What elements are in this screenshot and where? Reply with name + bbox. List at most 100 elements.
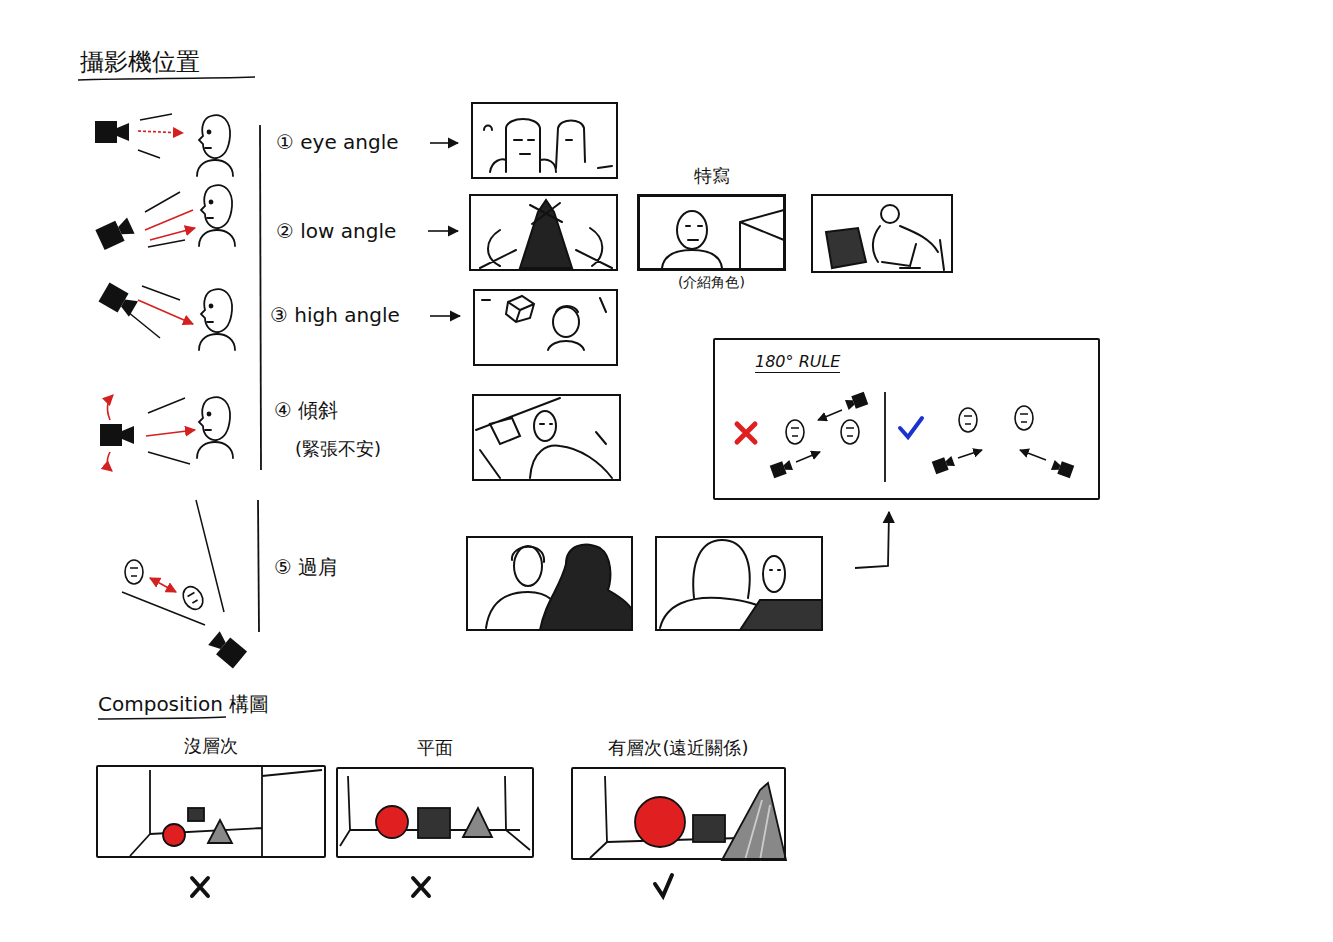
camera-diagram (197, 115, 233, 176)
rule-figure (796, 452, 820, 462)
storyboard-panel (484, 121, 612, 169)
rule-figure (818, 410, 842, 420)
composition-sketch (722, 783, 786, 860)
pointer-arrow (855, 512, 889, 568)
rule-figure (737, 392, 1074, 482)
camera-diagram (207, 630, 247, 669)
pointer-arrow (430, 142, 458, 144)
storyboard-panel (873, 226, 944, 270)
pointer-arrow (430, 315, 460, 317)
storyboard-panel (476, 398, 560, 478)
storyboard-panel (540, 545, 632, 630)
storyboard-panel (812, 195, 952, 272)
camera-diagram (138, 300, 193, 324)
angle-label: ① eye angle (276, 130, 399, 154)
storyboard-panel (514, 546, 542, 586)
verdict-mark (413, 878, 429, 896)
storyboard-panel (740, 600, 822, 630)
storyboard-panel (520, 200, 572, 268)
rule-figure (770, 459, 794, 478)
storyboard-panel (473, 395, 620, 480)
storyboard-panel (474, 290, 617, 365)
rule-figure (900, 418, 922, 437)
composition-panel: 平面 (336, 767, 534, 858)
panel-caption: (介紹角色) (678, 273, 745, 291)
rule-figure (737, 424, 755, 442)
storyboard-panel (534, 411, 556, 441)
storyboard-panel (482, 298, 606, 350)
composition-sketch (340, 776, 530, 850)
closeup-panel: 特寫(介紹角色) (638, 195, 785, 270)
storyboard-panel (467, 537, 632, 630)
verdict-mark (192, 875, 672, 896)
panel-heading: 沒層次 (184, 735, 238, 757)
pointer-arrow (428, 143, 460, 316)
rule-figure (1051, 459, 1075, 478)
storyboard-panel (763, 556, 785, 592)
divider-line (258, 125, 261, 632)
divider-line (258, 500, 259, 632)
underline (78, 77, 255, 719)
composition-sketch (463, 808, 492, 837)
pointer-arrow (428, 230, 458, 232)
verdict-mark (655, 875, 672, 896)
camera-diagram (95, 121, 129, 143)
camera-diagram (122, 500, 224, 625)
composition-panel: 沒層次 (96, 765, 326, 858)
verdict-mark (192, 878, 208, 896)
camera-diagram (145, 210, 195, 240)
composition-sketch (693, 815, 725, 842)
camera-diagram (125, 560, 143, 584)
camera-diagram (145, 192, 185, 247)
camera-diagram (99, 282, 236, 350)
composition-sketch (590, 776, 740, 858)
panel-heading: 平面 (417, 737, 453, 759)
rule-box: 180° RULE (713, 338, 1100, 500)
composition-sketch (130, 766, 322, 858)
angle-note: (緊張不安) (295, 437, 381, 461)
camera-diagram (95, 114, 233, 176)
page-title: 攝影機位置 (80, 48, 200, 76)
storyboard-panel (474, 290, 617, 365)
angle-label: ⑤ 過肩 (274, 555, 338, 579)
camera-diagram (197, 397, 233, 458)
underline (78, 77, 255, 80)
camera-diagram (179, 583, 207, 613)
camera-diagram (100, 424, 134, 446)
camera-diagram (199, 185, 235, 246)
angle-label: ③ high angle (270, 303, 400, 327)
composition-sketch (590, 776, 786, 860)
composition-panel: 有層次(遠近關係) (571, 767, 786, 860)
storyboard-panel (470, 195, 617, 270)
rule-figure (932, 455, 956, 474)
storyboard-panel (662, 210, 784, 268)
rule-figure (884, 392, 886, 482)
camera-diagram (122, 500, 247, 668)
composition-sketch (130, 766, 322, 858)
camera-diagram (95, 185, 235, 250)
storyboard-panel (693, 540, 749, 598)
composition-sketch (635, 797, 685, 847)
underline (98, 717, 226, 719)
storyboard-panel (638, 195, 785, 270)
storyboard-panel (472, 103, 617, 178)
composition-sketch (376, 806, 408, 838)
storyboard-panel (473, 395, 620, 480)
camera-diagram (138, 131, 183, 133)
rule-figure (1020, 450, 1046, 460)
rule-figure (1015, 406, 1033, 430)
rule-figure (958, 450, 982, 458)
angle-label: ④ 傾斜 (274, 398, 338, 422)
divider-line (260, 125, 261, 470)
storyboard-panel (506, 296, 534, 322)
camera-diagram (138, 114, 172, 158)
rule-figure (841, 420, 859, 444)
camera-diagram (150, 578, 176, 592)
camera-diagram (95, 216, 135, 250)
storyboard-panel (812, 195, 952, 272)
storyboard-panel (656, 537, 822, 630)
composition-sketch (188, 808, 204, 821)
camera-diagram (100, 395, 233, 471)
